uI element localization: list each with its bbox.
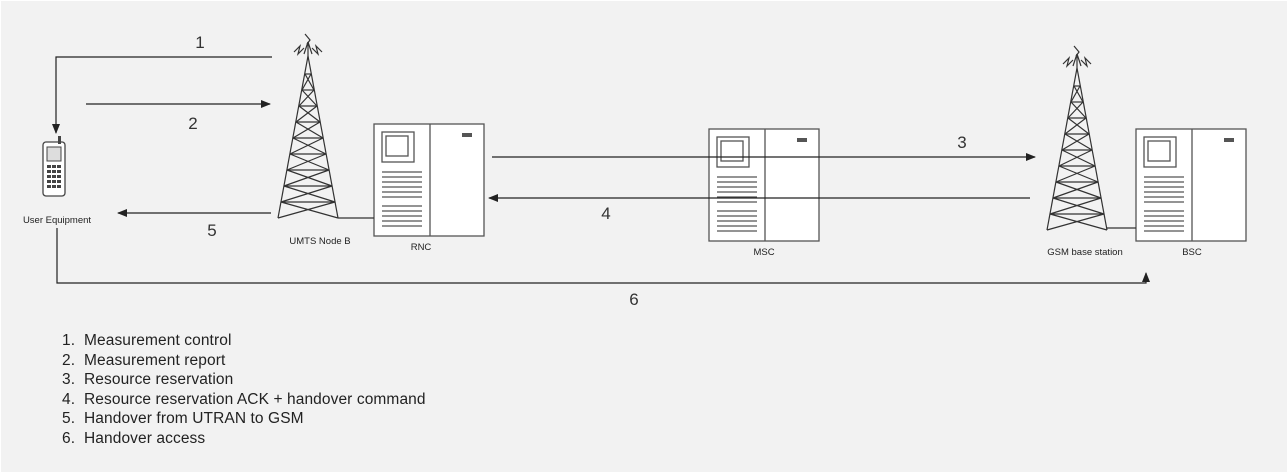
legend-item-number: 3. [62, 371, 76, 389]
arrow-6-label: 6 [629, 290, 638, 309]
legend-item-number: 2. [62, 351, 76, 369]
legend-item-text: Handover access [84, 429, 206, 447]
mobile-phone-icon [42, 136, 66, 197]
legend-item-number: 1. [62, 332, 76, 349]
gsm-base-station-label: GSM base station [1047, 247, 1123, 258]
bsc-label: BSC [1182, 247, 1202, 258]
arrow-1-label: 1 [195, 33, 204, 52]
msc-label: MSC [753, 247, 774, 258]
legend-item: 2. Measurement report [62, 351, 426, 371]
legend-item: 6. Handover access [62, 429, 426, 449]
arrow-5-label: 5 [207, 221, 216, 240]
legend-item: 1. Measurement control [62, 331, 426, 351]
arrow-4-label: 4 [601, 204, 610, 223]
legend-item-number: 5. [62, 410, 76, 428]
arrow-1-line [52, 56, 272, 134]
legend-item-text: Measurement report [84, 351, 226, 369]
legend-item-number: 6. [62, 429, 76, 447]
legend-item-number: 4. [62, 390, 76, 408]
arrow-6-line [56, 228, 1150, 284]
legend-item-text: Resource reservation [84, 371, 234, 389]
legend-item: 4. Resource reservation ACK + handover co… [62, 390, 426, 410]
arrow-2-label: 2 [188, 114, 197, 133]
bsc-server-rack-icon [1135, 128, 1247, 242]
legend-item: 3. Resource reservation [62, 370, 426, 390]
legend-list: 1. Measurement control 2. Measurement repo… [62, 331, 426, 449]
arrow-3-label: 3 [957, 133, 966, 152]
rnc-label: RNC [411, 242, 432, 253]
legend-item-text: Handover from UTRAN to GSM [84, 410, 304, 428]
umts-node-b-label: UMTS Node B [289, 236, 350, 247]
legend-item-text: Resource reservation ACK + handover comm… [84, 390, 426, 408]
msc-server-rack-icon [708, 128, 820, 242]
legend-item-text: Measurement control [84, 332, 232, 349]
rnc-server-rack-icon [373, 123, 485, 237]
legend-item: 5. Handover from UTRAN to GSM [62, 409, 426, 429]
user-equipment-label: User Equipment [23, 215, 91, 226]
